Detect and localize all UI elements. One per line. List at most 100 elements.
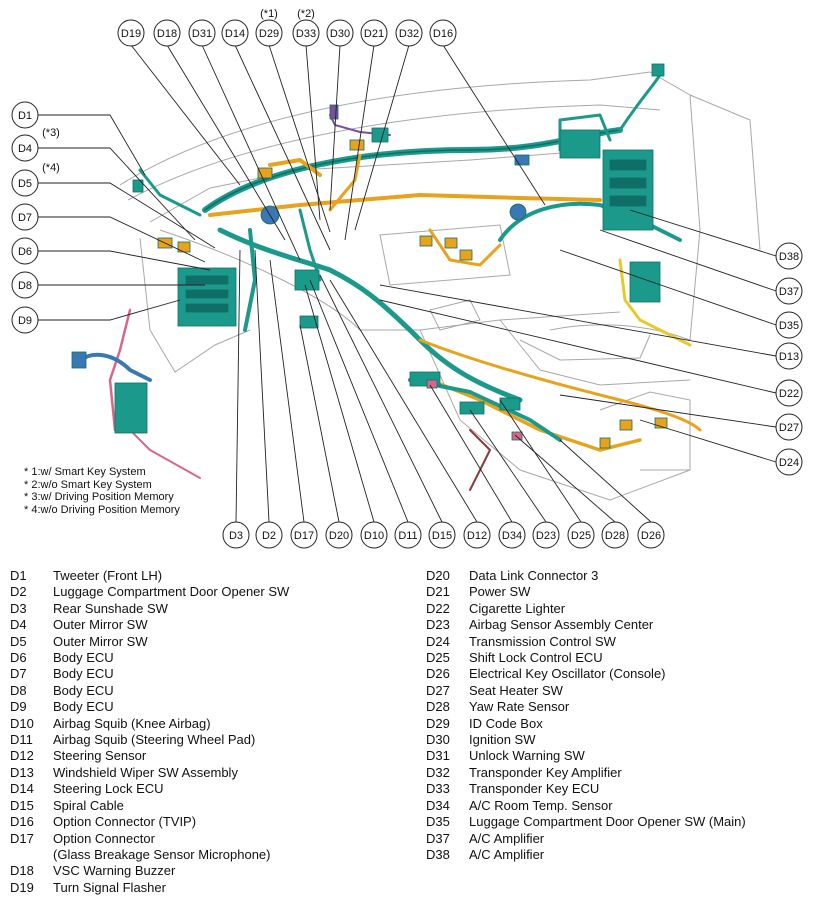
connector-code: D15 (432, 530, 452, 542)
legend-code: D8 (10, 682, 27, 698)
connector-code: D14 (225, 28, 245, 40)
connector-bubble-d20: D20 (325, 521, 353, 549)
leader-line-d38 (629, 209, 777, 257)
leader-line-d22 (379, 299, 777, 394)
connector-bubble-d35: D35 (775, 311, 803, 339)
connector-bubble-d18: D18 (153, 19, 181, 47)
legend-description-continued: (Glass Breakage Sensor Microphone) (53, 846, 271, 862)
bubble-circle (11, 134, 39, 162)
connector-variant-note: (*3) (42, 127, 60, 139)
legend-code: D14 (10, 781, 34, 797)
connector-code: D28 (605, 530, 625, 542)
connector-bubble-d8: D8 (11, 271, 39, 299)
connector-bubble-d30: D30 (326, 19, 354, 47)
leader-line-d32 (354, 44, 410, 231)
legend-code: D6 (10, 650, 27, 666)
legend-description: A/C Amplifier (469, 830, 545, 846)
connector-variant-note: (*2) (297, 8, 315, 20)
legend-description: Steering Sensor (53, 748, 147, 764)
connector-bubble-d37: D37 (775, 277, 803, 305)
legend-description: Transmission Control SW (469, 633, 616, 649)
legend-code: D17 (10, 830, 34, 846)
rear-connector-block (114, 382, 148, 434)
connector-bubble-d9: D9 (11, 306, 39, 334)
legend-description: Outer Mirror SW (53, 633, 148, 649)
bubble-circle (775, 242, 803, 270)
connector-code: D18 (157, 28, 177, 40)
connector-code: D16 (433, 28, 453, 40)
legend-description: Windshield Wiper SW Assembly (53, 764, 238, 780)
bubble-circle (567, 521, 595, 549)
legend-code: D31 (426, 748, 450, 764)
leader-line-d3 (235, 249, 241, 523)
connector-bubble-d22: D22 (775, 379, 803, 407)
connector-bubble-d24: D24 (775, 448, 803, 476)
leader-line-d37 (599, 229, 777, 292)
bubble-circle (775, 379, 803, 407)
connector-code: D38 (779, 251, 799, 263)
leader-line-d23 (469, 409, 547, 523)
legend-description: Outer Mirror SW (53, 617, 148, 633)
connector-bubble-d16: D16 (429, 19, 457, 47)
connector-bubble-d33: D33(*2) (292, 8, 320, 47)
legend-description: Power SW (469, 584, 531, 600)
connector-bubble-d19: D19 (117, 19, 145, 47)
legend-code: D9 (10, 699, 27, 715)
leader-line-d26 (559, 439, 652, 523)
bubble-circle (222, 521, 250, 549)
connector-bubble-d14: D14 (221, 19, 249, 47)
legend-code: D11 (10, 732, 33, 748)
legend-code: D38 (426, 846, 450, 862)
legend-description: VSC Warning Buzzer (53, 863, 176, 879)
legend-description: Luggage Compartment Door Opener SW (53, 584, 290, 600)
connector-bubble-d13: D13 (775, 342, 803, 370)
leader-line-d19 (130, 44, 241, 186)
connector-code: D6 (18, 246, 32, 258)
footnote: * 1:w/ Smart Key System (24, 466, 146, 478)
legend-description: Cigarette Lighter (469, 600, 566, 616)
bubble-circle (117, 19, 145, 47)
connector-bubble-d32: D32 (395, 19, 423, 47)
legend-description: Body ECU (53, 666, 114, 682)
legend-code: D22 (426, 600, 450, 616)
leader-line-d12 (329, 279, 478, 523)
leader-line-d10 (304, 284, 375, 523)
bubble-circle (290, 521, 318, 549)
connector-code: D8 (18, 280, 32, 292)
connector-bubble-d29: D29(*1) (255, 8, 283, 47)
connector-bubble-d38: D38 (775, 242, 803, 270)
leader-line-d17 (269, 259, 305, 523)
connector-code: D9 (18, 315, 32, 327)
legend-description: Option Connector (TVIP) (53, 814, 197, 830)
footnote: * 3:w/ Driving Position Memory (24, 491, 174, 503)
leader-line-d1 (38, 114, 146, 176)
leader-line-d30 (329, 44, 341, 211)
connector-bubble-d1: D1 (11, 101, 39, 129)
connector-bubble-d7: D7 (11, 203, 39, 231)
leader-line-d7 (38, 216, 206, 263)
legend-code: D13 (10, 764, 34, 780)
connector-bubble-d25: D25 (567, 521, 595, 549)
legend-description: ID Code Box (469, 715, 543, 731)
legend-description: Shift Lock Control ECU (469, 650, 603, 666)
leader-line-d33 (305, 44, 321, 221)
legend-code: D1 (10, 568, 27, 583)
